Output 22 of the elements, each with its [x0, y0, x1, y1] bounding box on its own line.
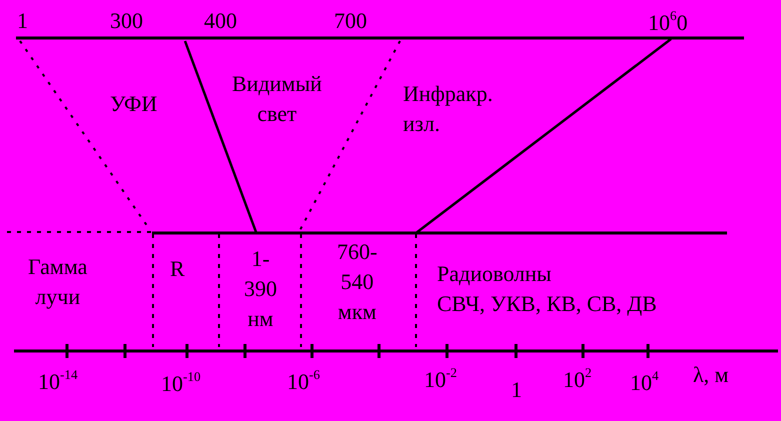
scale-value: 300 [110, 7, 143, 35]
tick-label: 10$^{-2}$ [424, 365, 457, 394]
tick-label: 10$^{-6}$ [287, 367, 320, 396]
axis-label: λ, м [693, 361, 729, 389]
tick-label: 10$^{-14}$ [38, 367, 78, 396]
band-name: УФИ [110, 90, 158, 118]
tick-label: 10$^{-10}$ [161, 369, 201, 398]
scale-value: 700 [334, 7, 367, 35]
scale-value: 1 [17, 7, 28, 35]
range-label: 1- 390 нм [244, 245, 277, 333]
tick-label: 10$^{4}$ [630, 368, 659, 397]
band-name: Видимый свет [232, 70, 322, 128]
band-name: Радиоволны [437, 260, 552, 288]
tick-label: 1 [511, 376, 522, 404]
band-name: Гамма лучи [28, 253, 88, 311]
band-list: СВЧ, УКВ, КВ, СВ, ДВ [437, 289, 657, 319]
scale-value: 400 [204, 7, 237, 35]
scale-value: 10$^{6}$0 [648, 8, 688, 37]
band-name: R [170, 255, 185, 283]
band-name: Инфракр. изл. [403, 80, 493, 138]
tick-label: 10$^{2}$ [563, 365, 592, 394]
range-label: 760- 540 мкм [337, 238, 378, 326]
